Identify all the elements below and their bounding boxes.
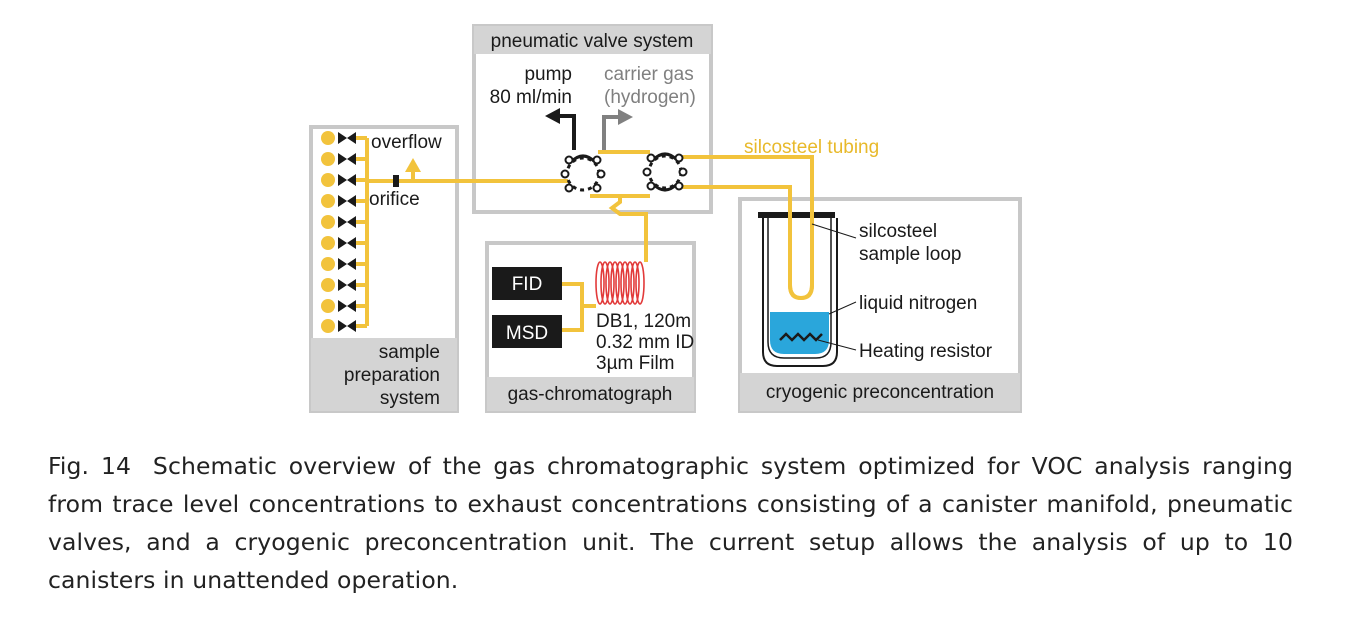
valve-system-title: pneumatic valve system (491, 31, 694, 52)
canister-6 (321, 236, 335, 250)
column-spec-3: 3µm Film (596, 353, 675, 374)
liquid-nitrogen-fill (770, 312, 829, 354)
pump-label: pump (524, 64, 572, 85)
pump-arrow (545, 108, 560, 124)
carrier-gas-label: carrier gas (604, 64, 694, 85)
gc-title: gas-chromatograph (508, 384, 673, 405)
sample-prep-title-1: sample (379, 342, 440, 363)
sample-loop-label-2: sample loop (859, 244, 961, 265)
sample-loop-label-1: silcosteel (859, 221, 937, 242)
msd-detector: MSD (492, 315, 562, 348)
gc-system-diagram: pneumatic valve system sample preparatio… (309, 24, 1022, 413)
canisters (321, 131, 356, 333)
valve-1 (560, 154, 606, 193)
valve-2 (642, 152, 688, 192)
orifice-marker (393, 175, 399, 187)
cryo-title: cryogenic preconcentration (766, 382, 994, 403)
figure-number: Fig. 14 (48, 452, 132, 480)
column-spec-2: 0.32 mm ID (596, 332, 694, 353)
canister-valves (338, 132, 356, 332)
dewar (758, 204, 838, 367)
leader-lines (811, 223, 857, 351)
overflow-label: overflow (371, 132, 442, 153)
carrier-arrow (618, 109, 633, 125)
msd-label: MSD (506, 323, 548, 344)
figure-caption: Fig. 14 Schematic overview of the gas ch… (48, 447, 1293, 599)
sample-prep-title-2: preparation (344, 365, 440, 386)
fid-label: FID (512, 274, 543, 295)
heating-resistor (779, 332, 823, 342)
canister-5 (321, 215, 335, 229)
canister-2 (321, 152, 335, 166)
heating-resistor-label: Heating resistor (859, 341, 993, 362)
overflow-arrow (405, 158, 421, 172)
sample-prep-title-3: system (380, 388, 440, 409)
fid-detector: FID (492, 267, 562, 300)
canister-3 (321, 173, 335, 187)
silcosteel-tubing-label: silcosteel tubing (744, 137, 879, 158)
gc-column-coil (595, 261, 645, 305)
canister-9 (321, 299, 335, 313)
canister-4 (321, 194, 335, 208)
canister-7 (321, 257, 335, 271)
carrier-gas-sub-label: (hydrogen) (604, 87, 696, 108)
canister-10 (321, 319, 335, 333)
pump-line (545, 108, 576, 150)
cryo-box: cryogenic preconcentration (738, 197, 1022, 413)
orifice-label: orifice (369, 189, 420, 210)
sample-prep-box: sample preparation system (309, 125, 459, 413)
carrier-gas-line (602, 109, 633, 150)
column-spec-1: DB1, 120m (596, 311, 691, 332)
canister-8 (321, 278, 335, 292)
canister-1 (321, 131, 335, 145)
liquid-nitrogen-label: liquid nitrogen (859, 293, 977, 314)
pump-flow-label: 80 ml/min (490, 87, 572, 108)
caption-text: Schematic overview of the gas chromatogr… (48, 452, 1293, 594)
